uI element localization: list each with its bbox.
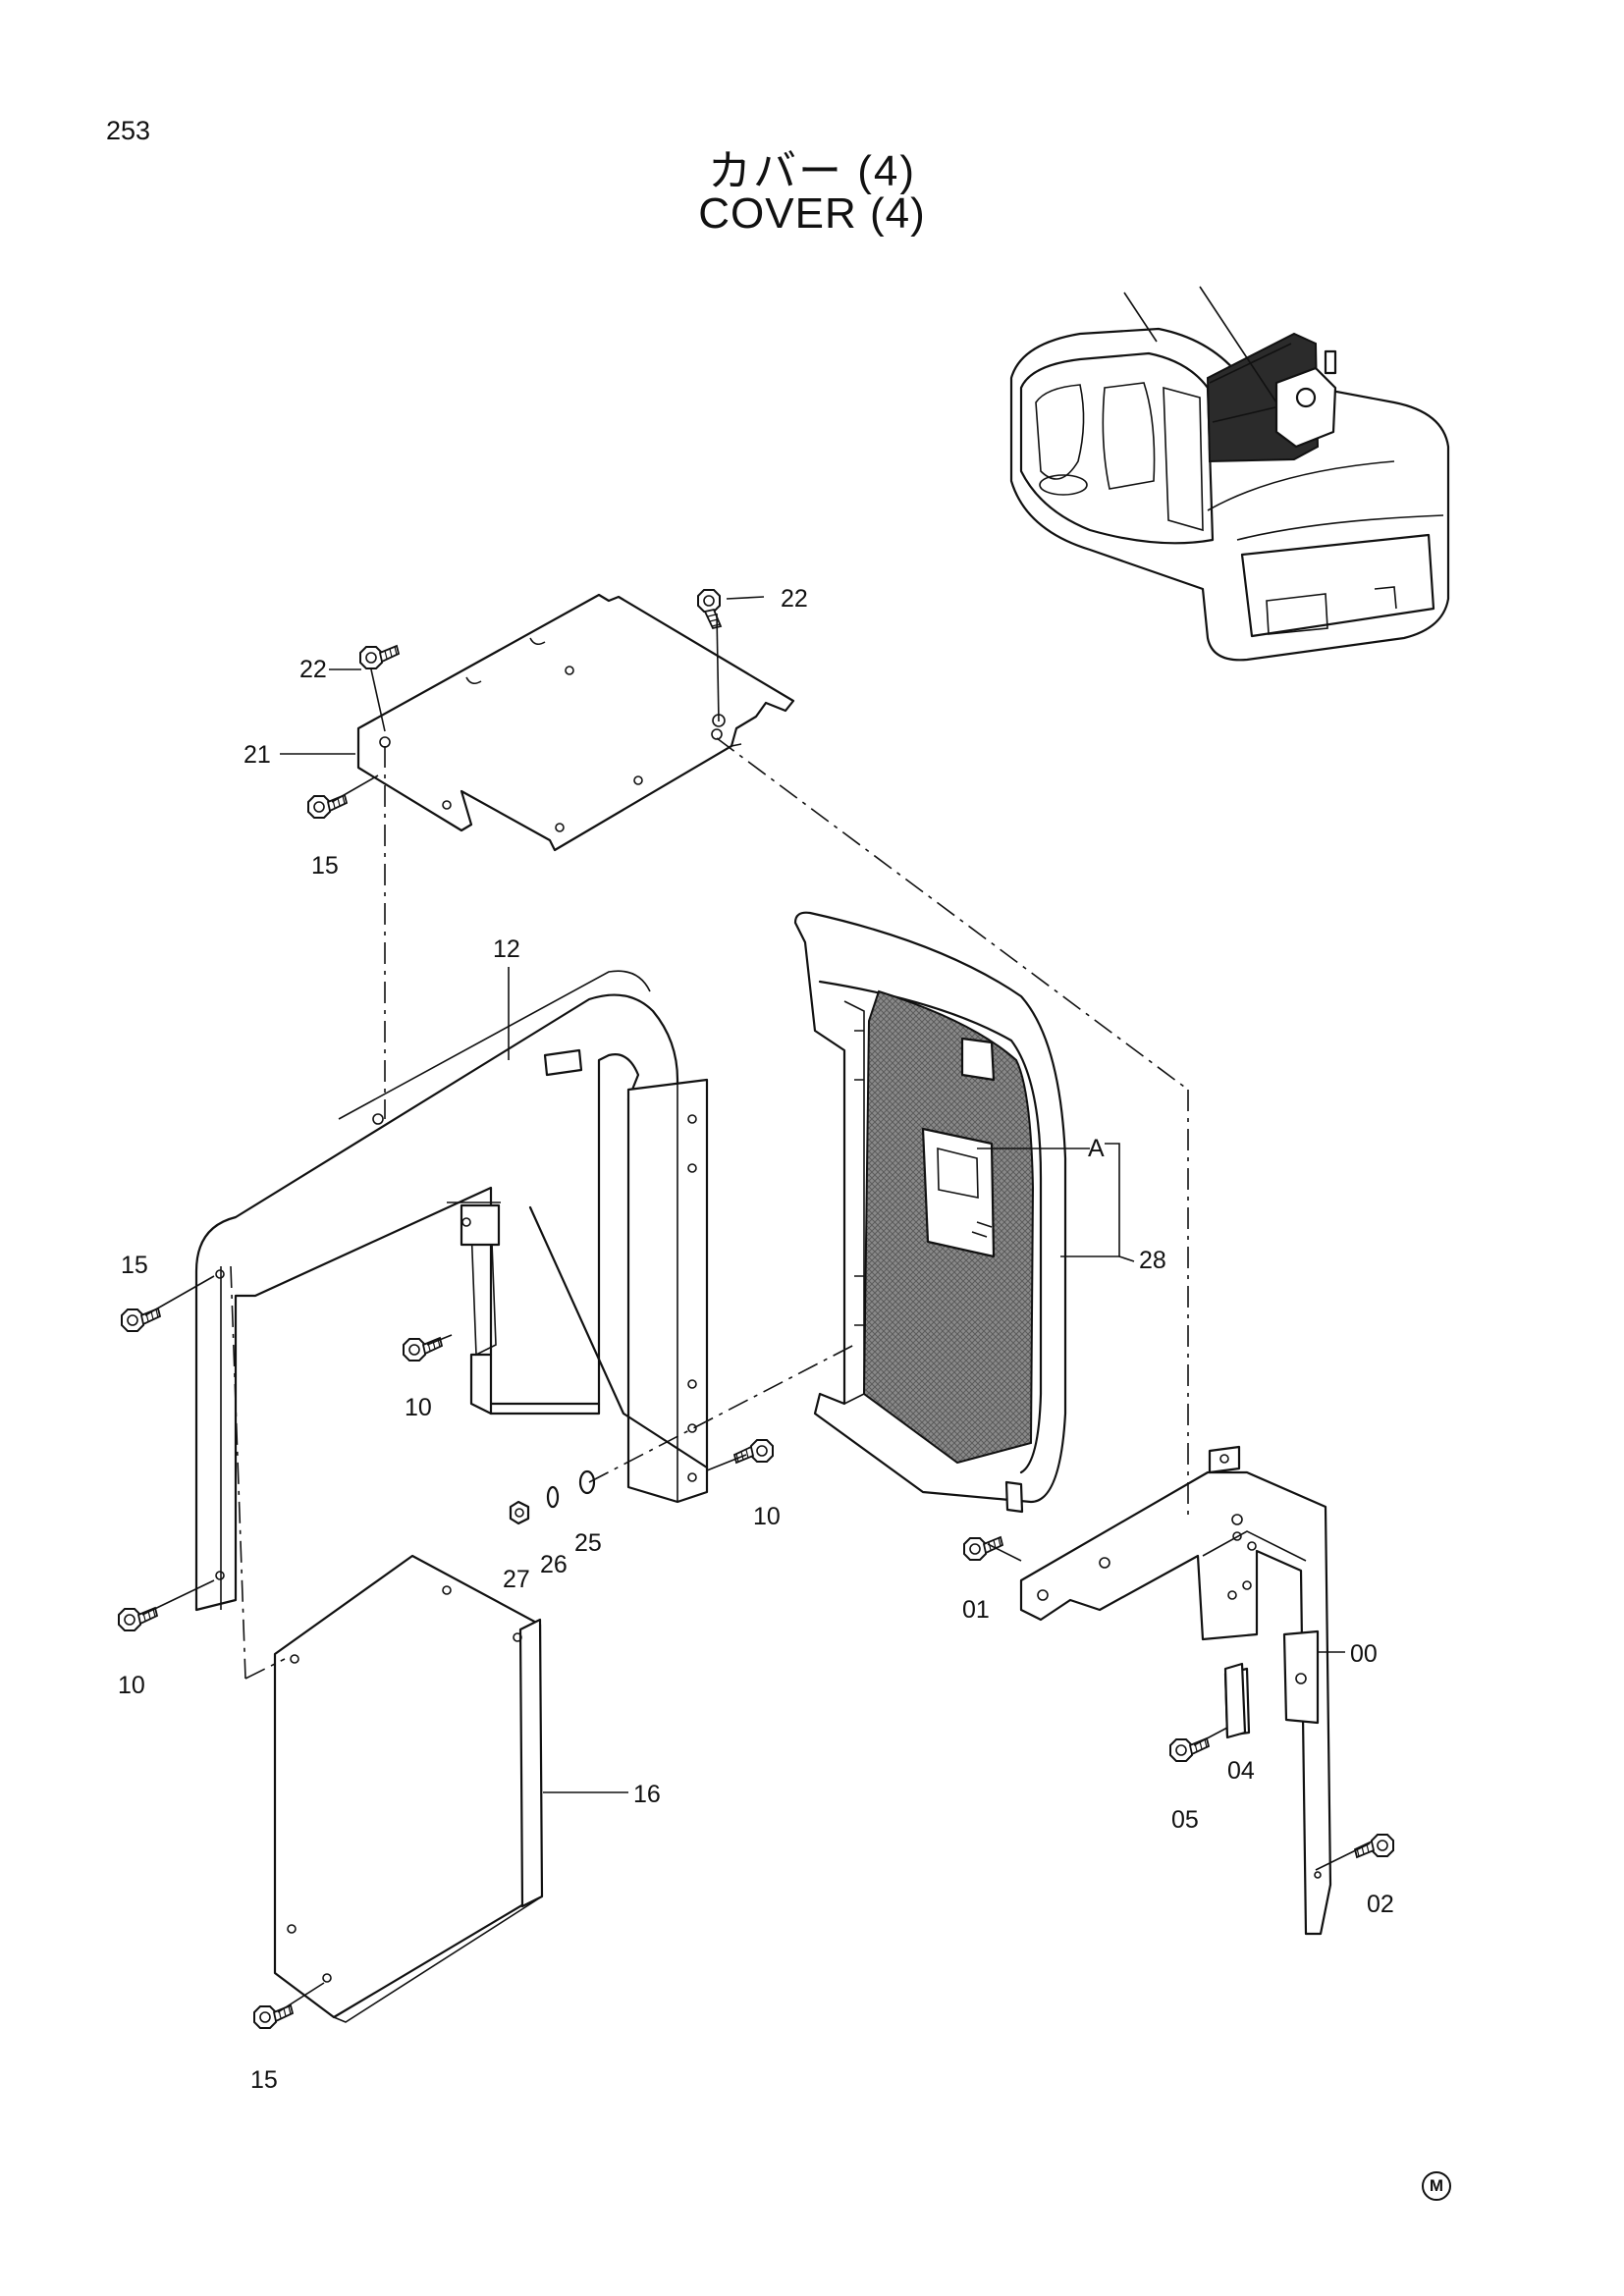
callout-28: 28	[1139, 1247, 1166, 1274]
callout-26: 26	[540, 1551, 568, 1578]
page-number: 253	[106, 116, 151, 145]
leader-lines	[280, 596, 1345, 1793]
bolt-15-top	[307, 794, 348, 819]
part-12-support-frame	[194, 970, 709, 1612]
lock-washer-26	[546, 1485, 560, 1509]
bolt-15-bottom	[253, 2004, 294, 2029]
callout-10-inner: 10	[405, 1394, 432, 1421]
callout-10-lower: 10	[118, 1672, 145, 1699]
bolt-05	[1169, 1737, 1210, 1762]
page-title-english: COVER (4)	[698, 189, 926, 238]
nut-27	[509, 1500, 530, 1525]
callout-00: 00	[1350, 1640, 1378, 1668]
catalog-mark: M	[1422, 2171, 1451, 2201]
page-title-japanese: カバー (4)	[708, 147, 916, 195]
part-21-top-plate	[356, 593, 795, 852]
bolt-02	[1354, 1834, 1394, 1858]
callout-27: 27	[503, 1566, 530, 1593]
machine-location-inset	[1009, 286, 1450, 662]
callout-15-top: 15	[311, 852, 339, 880]
callout-22-left: 22	[299, 656, 327, 683]
callout-04: 04	[1227, 1757, 1255, 1785]
callout-12: 12	[493, 935, 520, 963]
callout-15-left: 15	[121, 1252, 148, 1279]
callout-01: 01	[962, 1596, 990, 1624]
callout-22-right: 22	[781, 585, 808, 613]
callout-05: 05	[1171, 1806, 1199, 1834]
washer-25	[578, 1469, 596, 1495]
callout-10-right: 10	[753, 1503, 781, 1530]
bolt-10-right	[733, 1439, 774, 1464]
part-28-mesh-door	[793, 911, 1067, 1514]
bolt-22-left	[359, 645, 400, 669]
callout-21: 21	[244, 741, 271, 769]
callout-16: 16	[633, 1781, 661, 1808]
callout-15-bottom: 15	[250, 2066, 278, 2094]
callout-A: A	[1088, 1135, 1105, 1162]
callout-25: 25	[574, 1529, 602, 1557]
part-16-side-panel	[273, 1554, 544, 2023]
part-04-plate	[1223, 1662, 1247, 1739]
callout-02: 02	[1367, 1891, 1394, 1918]
assembly-lines	[141, 613, 1371, 2013]
part-00-right-bracket	[1019, 1445, 1332, 1936]
bolt-15-left	[121, 1308, 161, 1332]
